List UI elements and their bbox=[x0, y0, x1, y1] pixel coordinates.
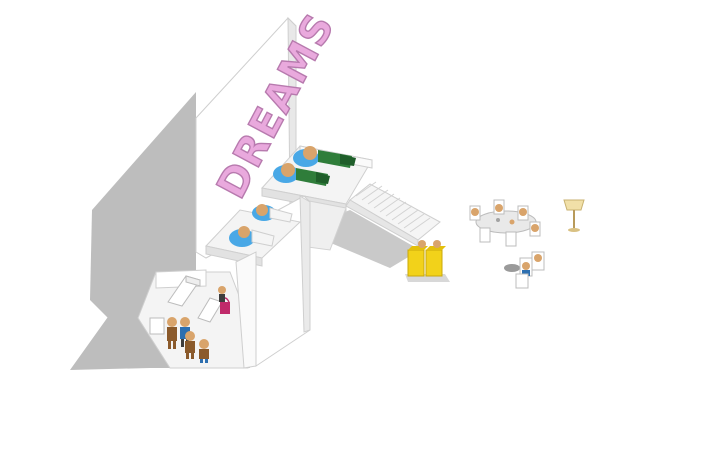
head bbox=[238, 226, 250, 238]
head bbox=[218, 286, 226, 294]
handbag-body bbox=[220, 302, 230, 314]
upper-sleeper-2[interactable] bbox=[273, 163, 330, 186]
head bbox=[303, 146, 317, 160]
sofa-back bbox=[185, 275, 201, 287]
floor-lamp[interactable] bbox=[563, 199, 585, 232]
legs bbox=[340, 154, 356, 166]
stair-steps bbox=[355, 181, 431, 233]
yellow-chair-2[interactable] bbox=[425, 246, 446, 277]
middle-sleeper-1[interactable] bbox=[252, 204, 293, 223]
small-chair-2[interactable] bbox=[531, 251, 545, 271]
dining-chair-4[interactable] bbox=[479, 227, 491, 243]
yellow-chairs[interactable] bbox=[407, 240, 446, 277]
yellow-chair-people[interactable] bbox=[418, 240, 441, 248]
small-chair-3[interactable] bbox=[515, 273, 529, 289]
body bbox=[219, 294, 225, 302]
yellow-chair-1[interactable] bbox=[407, 246, 428, 277]
standing-person-wall[interactable] bbox=[218, 286, 226, 302]
ground-floor-chair[interactable] bbox=[149, 317, 165, 335]
room-side-wall bbox=[235, 251, 257, 369]
staircase[interactable] bbox=[345, 181, 441, 247]
sofa[interactable] bbox=[167, 275, 201, 307]
side-table bbox=[504, 264, 520, 272]
tower-side bbox=[299, 195, 311, 333]
small-chair-1[interactable] bbox=[519, 257, 533, 277]
person-1[interactable] bbox=[167, 317, 177, 349]
person-group-ground[interactable] bbox=[167, 317, 209, 363]
upper-sleeper-1[interactable] bbox=[293, 146, 356, 168]
dining-chair-3[interactable] bbox=[517, 205, 529, 221]
table-item bbox=[509, 219, 515, 225]
dining-chair-2[interactable] bbox=[493, 199, 505, 215]
lamp-shade bbox=[563, 199, 585, 211]
person-4[interactable] bbox=[199, 339, 209, 363]
body bbox=[251, 229, 275, 247]
dining-chair-1[interactable] bbox=[469, 205, 481, 221]
middle-sleeper-2[interactable] bbox=[229, 226, 275, 247]
head bbox=[256, 204, 268, 216]
small-seating-group[interactable] bbox=[504, 251, 545, 289]
dining-chair-5[interactable] bbox=[505, 231, 517, 247]
lamp-base bbox=[568, 228, 580, 232]
table-item bbox=[496, 218, 500, 222]
body bbox=[269, 207, 293, 223]
dining-chair-6[interactable] bbox=[529, 221, 541, 237]
ground-floor-room[interactable] bbox=[137, 251, 257, 369]
person-3[interactable] bbox=[185, 331, 195, 359]
legs bbox=[316, 172, 330, 184]
head bbox=[281, 163, 295, 177]
dining-table-group[interactable] bbox=[469, 199, 541, 247]
chair-seat bbox=[149, 317, 165, 335]
